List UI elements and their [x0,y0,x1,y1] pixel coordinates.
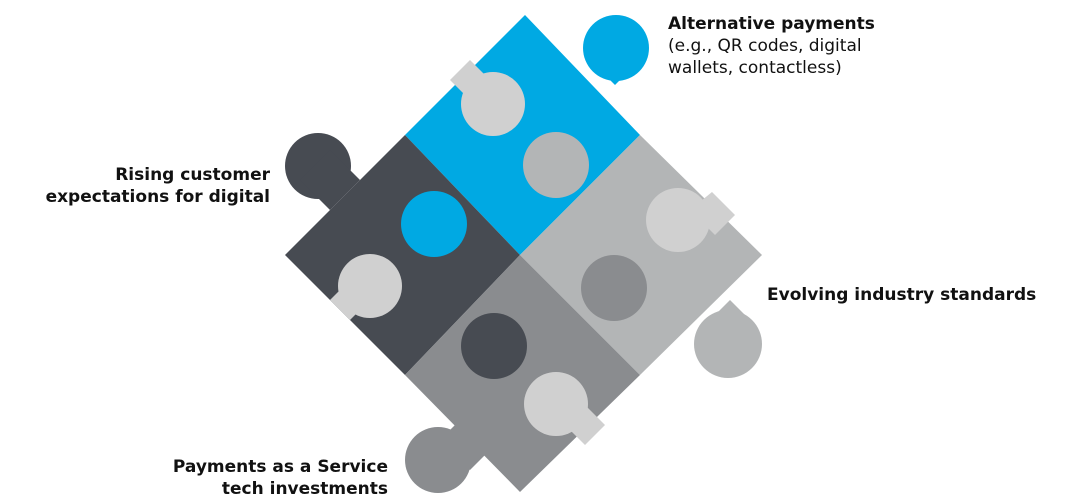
rising-expectations-inner-slot [338,254,402,318]
payments-as-a-service-piece-outer-neck [440,410,500,470]
label-payments-as-a-service-line2: tech investments [221,479,388,499]
label-alternative-payments: Alternative payments (e.g., QR codes, di… [668,13,908,79]
label-payments-as-a-service-line1: Payments as a Service [172,457,388,477]
label-rising-expectations-line2: expectations for digital [45,187,270,207]
alternative-payments-piece-body [405,15,640,255]
industry-standards-piece-outer-neck [700,300,745,345]
payments-as-a-service-inner-slot [524,372,588,436]
alternative-payments-inner-slot [461,72,525,136]
industry-standards-inner-slot [646,188,710,252]
industry-standards-interlock-knob [523,132,589,198]
rising-expectations-interlock-knob [461,313,527,379]
label-alternative-payments-line2: wallets, contactless) [668,58,842,78]
label-alternative-payments-title: Alternative payments [668,14,875,34]
label-industry-standards-title: Evolving industry standards [767,285,1037,305]
label-industry-standards: Evolving industry standards [767,284,1036,306]
payments-as-a-service-interlock-knob [581,255,647,321]
rising-expectations-piece-outer-neck [300,150,360,210]
label-alternative-payments-line1: (e.g., QR codes, digital [668,36,862,56]
puzzle-pieces [285,15,762,493]
label-rising-expectations-line1: Rising customer [115,165,270,185]
rising-expectations-piece-body [285,135,520,375]
alternative-payments-piece-outer-neck [585,30,640,85]
label-payments-as-a-service: Payments as a Service tech investments [88,456,388,500]
industry-standards-piece-body [520,135,762,375]
label-rising-expectations: Rising customer expectations for digital [0,164,270,208]
alternative-payments-interlock-knob [401,191,467,257]
